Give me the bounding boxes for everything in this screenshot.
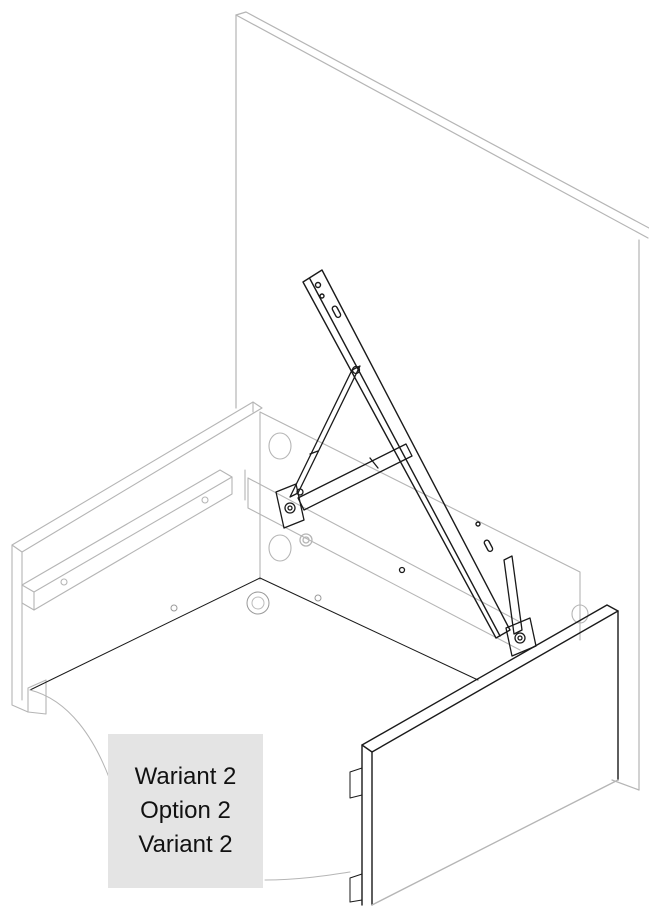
- variant-label-line-3: Variant 2: [138, 831, 233, 858]
- cross-brace: [297, 443, 413, 511]
- lower-strut: [503, 555, 523, 635]
- lift-arm-long: [302, 269, 511, 639]
- variant-label-line-2: Option 2: [140, 797, 231, 824]
- drawer-bottom: [29, 577, 479, 881]
- bracket-right: [398, 566, 537, 657]
- drawer-back-panel: [244, 411, 589, 651]
- drawer-front-right: [349, 604, 619, 906]
- wall-panel: [235, 11, 649, 791]
- bracket-left: [275, 483, 313, 547]
- gas-strut: [289, 365, 361, 498]
- variant-label: Wariant 2 Option 2 Variant 2: [108, 734, 263, 888]
- drawer-left-side: [11, 401, 263, 715]
- variant-label-line-1: Wariant 2: [134, 763, 237, 790]
